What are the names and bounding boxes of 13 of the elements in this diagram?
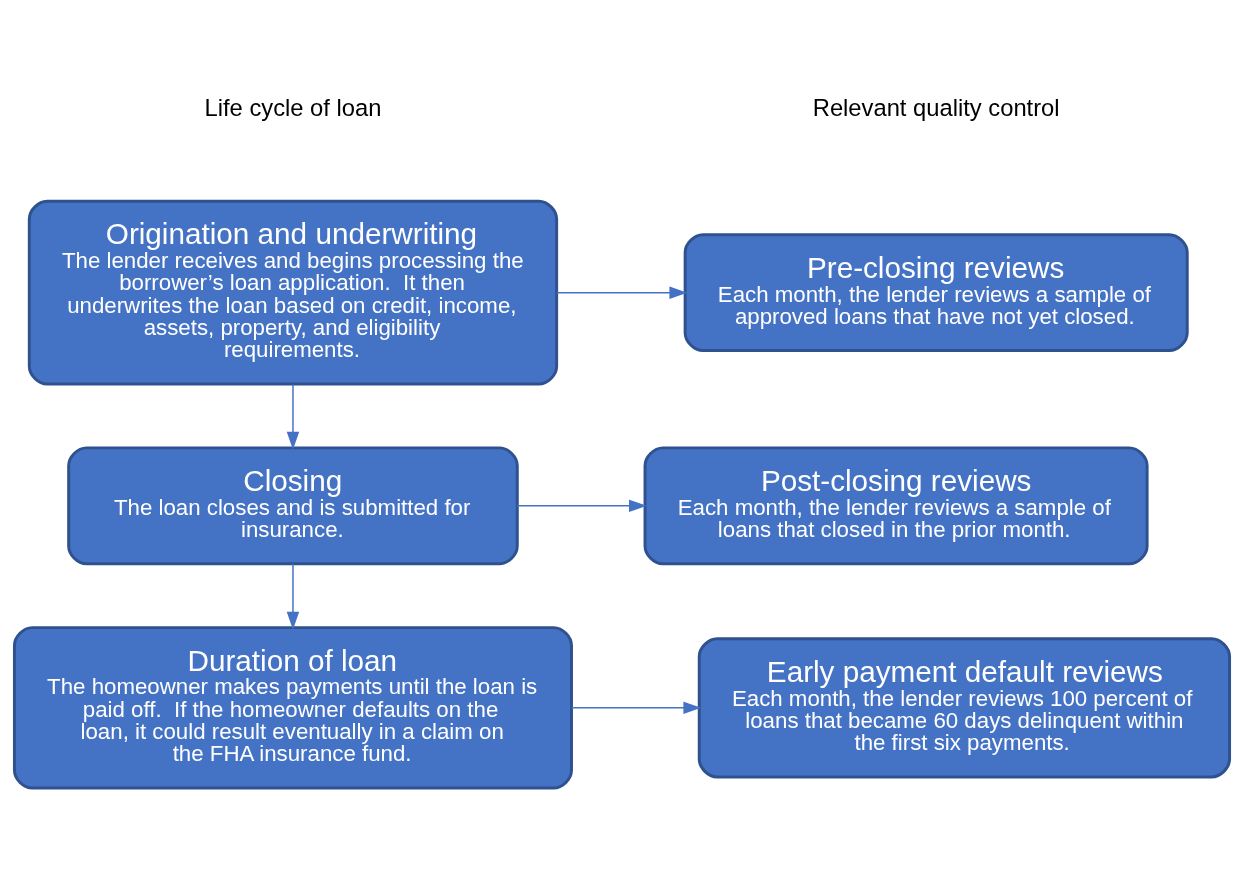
node-box: Pre-closing reviews Each month, the lender reviews a sample of approved loans that have not yet closed.: [683, 232, 1189, 352]
arrow: [556, 285, 688, 299]
node-box: Duration of loan The homeowner makes payments until the loan is paid off. If the homeowner defaults on the loan, it could result eventually in a claim on the FHA insurance fund.: [12, 625, 573, 790]
arrow: [570, 701, 702, 714]
arrow: [286, 383, 300, 450]
node-box: Early payment default reviews Each month, the lender reviews 100 percent of loans that became 60 days delinquent within the first six payments.: [697, 636, 1232, 778]
node-box: Post-closing reviews Each month, the lender reviews a sample of loans that closed in the prior month.: [643, 445, 1149, 565]
node-box: Closing The loan closes and is submitted for insurance.: [67, 445, 519, 565]
arrow: [286, 562, 300, 630]
arrow: [516, 499, 647, 512]
node-box: Origination and underwriting The lender receives and begins processing the borrower’s loan application. It then underwrites the loan based on credit, income, assets, property, and eligibility requirements.: [27, 199, 559, 385]
label: Life cycle of loan: [204, 93, 382, 121]
label: Relevant quality control: [812, 93, 1060, 121]
